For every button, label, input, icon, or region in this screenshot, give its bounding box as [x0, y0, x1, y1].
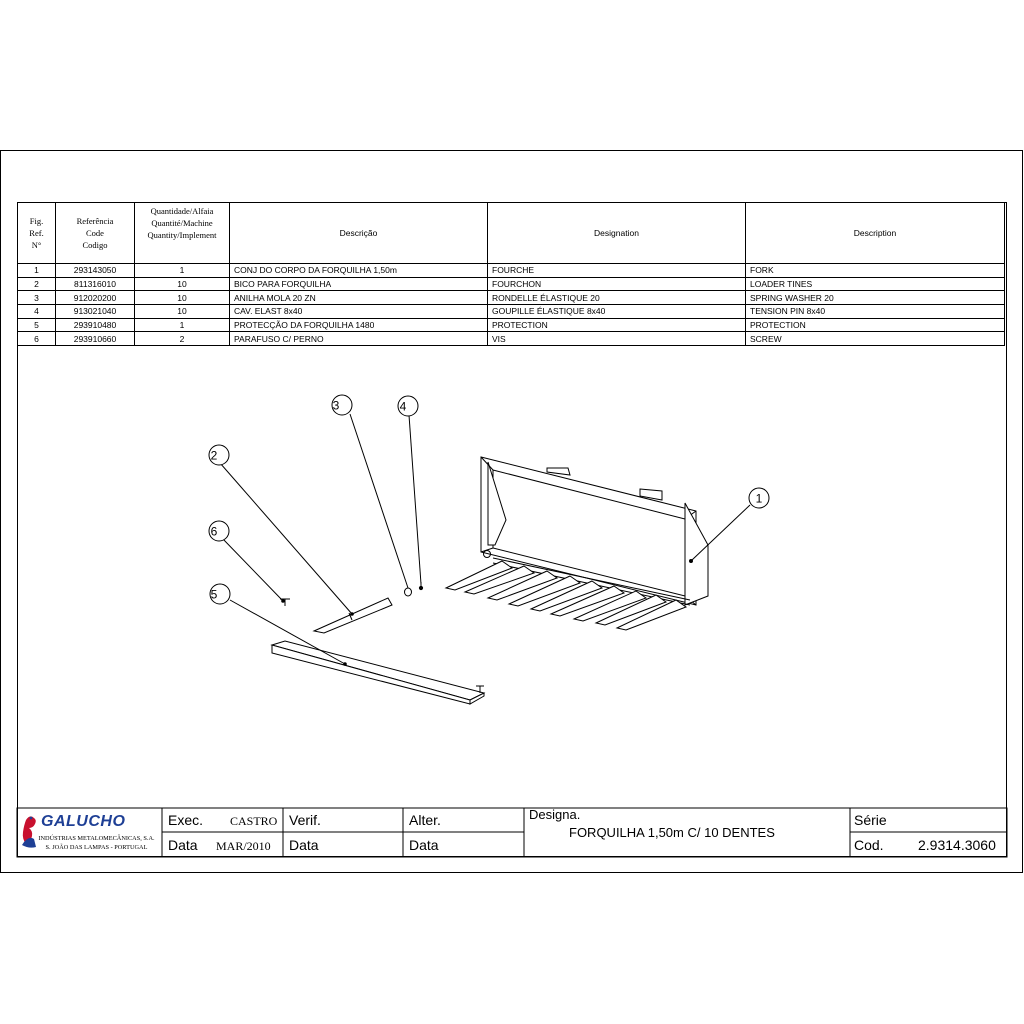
loose-tine — [312, 597, 393, 634]
table-row: 4 913021040 10 CAV. ELAST 8x40 GOUPILLE … — [17, 304, 1005, 319]
svg-text:6: 6 — [211, 525, 218, 539]
parts-table: Fig. Ref. N° Referência Code Codigo Quan… — [17, 202, 1005, 347]
data-value: MAR/2010 — [216, 839, 271, 853]
svg-text:3: 3 — [333, 399, 340, 413]
serie-label: Série — [854, 812, 887, 828]
callout-4: 4 — [397, 395, 419, 417]
rooster-logo-icon — [22, 816, 36, 848]
table-row: 6 293910660 2 PARAFUSO C/ PERNO VIS SCRE… — [17, 331, 1005, 347]
row-qty: 2 — [134, 331, 230, 347]
cod-value: 2.9314.3060 — [918, 837, 996, 853]
company-subtitle: INDÚSTRIAS METALOMECÂNICAS, S.A. S. JOÃO… — [38, 835, 155, 851]
header-designation: Designation — [487, 202, 746, 264]
callout-leaders — [219, 413, 751, 665]
row-description: SCREW — [745, 331, 1005, 347]
row-ref: 293910660 — [55, 331, 135, 347]
fork-body — [480, 456, 709, 606]
row-designation: VIS — [487, 331, 746, 347]
protection-bar — [270, 640, 486, 705]
spring-washer — [404, 587, 412, 597]
table-header-row: Fig. Ref. N° Referência Code Codigo Quan… — [17, 202, 1005, 264]
callout-1: 1 — [748, 487, 770, 509]
callout-3: 3 — [331, 394, 353, 416]
alter-label: Alter. — [409, 812, 441, 828]
callout-2: 2 — [208, 444, 230, 466]
callout-6: 6 — [208, 520, 230, 542]
fork-tines — [444, 560, 688, 631]
designa-label: Designa. — [529, 807, 581, 822]
company-name: GALUCHO — [41, 813, 126, 830]
svg-text:4: 4 — [400, 400, 407, 414]
data-label: Data — [168, 837, 198, 853]
header-fig: Fig. Ref. N° — [17, 202, 56, 264]
drawing-sheet — [0, 150, 1023, 873]
header-description: Description — [745, 202, 1005, 264]
exec-label: Exec. — [168, 812, 204, 828]
alter-data-label: Data — [409, 837, 439, 853]
designa-value: FORQUILHA 1,50m C/ 10 DENTES — [569, 825, 775, 840]
svg-text:2: 2 — [211, 449, 218, 463]
cod-label: Cod. — [854, 837, 884, 853]
callout-5: 5 — [209, 583, 231, 605]
svg-text:5: 5 — [211, 588, 218, 602]
title-block-grid — [16, 807, 1008, 858]
verif-data-label: Data — [289, 837, 319, 853]
header-reference: Referência Code Codigo — [55, 202, 135, 264]
header-descricao: Descrição — [229, 202, 488, 264]
svg-text:1: 1 — [756, 492, 763, 506]
verif-label: Verif. — [289, 812, 321, 828]
exec-value: CASTRO — [230, 814, 278, 828]
